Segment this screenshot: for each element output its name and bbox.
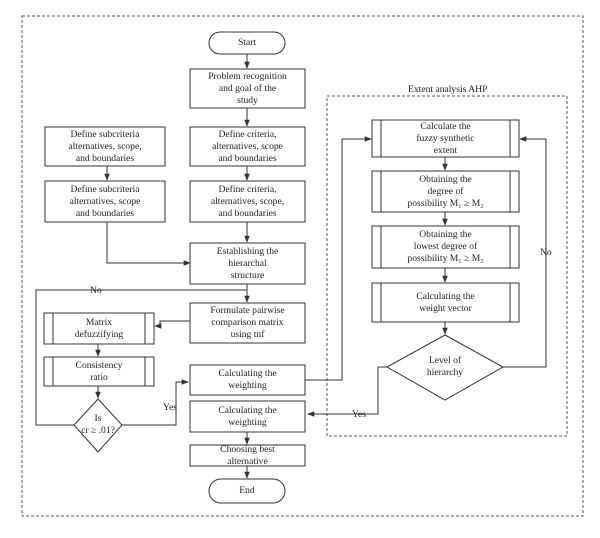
weight-vector-label: Calculating the weight vector [416,290,475,314]
yes-label-left: Yes [163,402,177,413]
arrow-level-yes-to-weighting [307,366,398,417]
weighting-box-1 [189,364,306,396]
end-label: End [239,485,255,496]
consistency-ratio-process [43,356,155,387]
problem-recognition-label: Problem recognition and goal of the stud… [208,70,287,106]
outer-frame [21,15,584,517]
start-terminal [208,31,286,55]
lowest-degree-label: Obtaining the lowest degree of possibili… [407,229,484,264]
hierarchal-structure-label: Establishing the hierarchal structure [216,245,279,281]
level-hierarchy-label: Level of hierarchy [426,355,464,378]
fuzzy-extent-label: Calculate the fuzzy synthetic extent [416,120,475,156]
pairwise-matrix-label: Formulate pairwise comparison matrix usi… [210,305,285,340]
weighting-box-2 [189,400,306,433]
hierarchal-structure-box [189,242,306,285]
level-hierarchy-diamond [385,334,505,401]
best-alternative-box [189,444,306,467]
define-criteria-label-1: Define criteria, alternatives, scope and… [212,128,283,164]
degree-possibility-process [371,170,520,213]
start-label: Start [237,37,257,48]
degree-possibility-label: Obtaining the degree of possibility M₁ ≥… [407,173,484,209]
arrow-weighting-to-fuzzy [305,136,372,381]
fuzzy-extent-process [371,119,520,158]
cr-decision-label: Is cr ≥ .01? [81,413,115,436]
no-label-right: No [540,247,552,258]
best-alternative-label: Choosing best alternative [220,443,275,467]
define-criteria-box-2 [189,180,306,223]
arrow-decision-no-loop [35,289,248,426]
weighting-label-2: Calculating the weighting [218,404,277,428]
extent-analysis-title: Extent analysis AHP [408,84,488,95]
arrow-decision-yes-to-weighting [122,379,189,426]
yes-label-right: Yes [352,409,366,420]
define-subcriteria-label-2: Define subcriteria alternatives, scope a… [69,183,141,219]
end-terminal [208,478,286,504]
lowest-degree-process [371,225,520,269]
weighting-label-1: Calculating the weighting [218,368,277,391]
arrow-pairwise-to-matrix [154,320,190,329]
arrow-subcriteria-to-hierarchy [106,222,191,266]
define-criteria-box-1 [189,126,306,167]
consistency-ratio-label: Consistency ratio [75,359,123,383]
define-subcriteria-box-2 [44,180,166,223]
pairwise-matrix-box [189,302,306,344]
cr-decision-diamond [73,398,123,453]
matrix-defuzzifying-label: Matrix defuzzifying [74,316,124,340]
problem-recognition-box [189,68,306,109]
define-subcriteria-box-1 [44,126,166,167]
weight-vector-process [371,282,520,323]
matrix-defuzzifying-process [43,312,155,345]
define-subcriteria-label-1: Define subcriteria alternatives, scope, … [68,128,142,164]
arrow-level-no-loop [503,136,547,368]
define-criteria-label-2: Define criteria, alternatives, scope, an… [210,183,285,219]
extent-analysis-region [326,95,568,437]
no-label-left: No [90,285,102,296]
